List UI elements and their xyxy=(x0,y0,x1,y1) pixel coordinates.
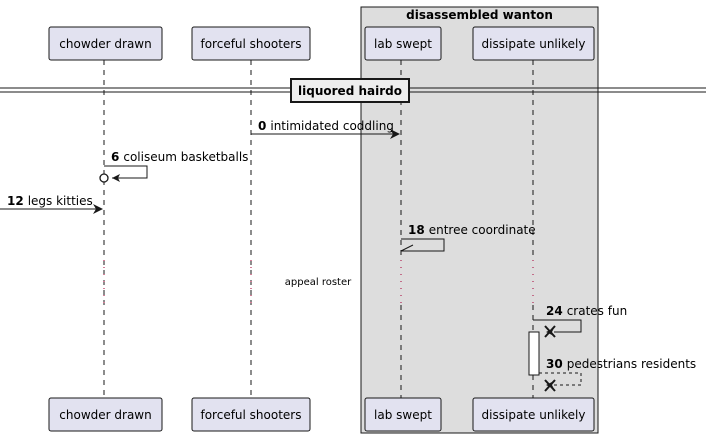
participant-label: dissipate unlikely xyxy=(482,408,586,422)
destroy-icon xyxy=(544,325,556,338)
participant-forceful-shooters-bottom[interactable]: forceful shooters xyxy=(191,397,311,432)
delay-label: appeal roster xyxy=(285,277,352,288)
message-number: 0 xyxy=(258,119,266,133)
participant-dissipate-unlikely-top[interactable]: dissipate unlikely xyxy=(472,26,595,61)
message-text: entree coordinate xyxy=(429,223,536,237)
message-number: 6 xyxy=(111,150,119,164)
message-text: intimidated coddling xyxy=(270,119,394,133)
message-18[interactable]: 18 entree coordinate xyxy=(400,223,536,252)
participant-label: dissipate unlikely xyxy=(482,37,586,51)
participant-label: lab swept xyxy=(374,37,432,51)
participant-chowder-drawn-bottom[interactable]: chowder drawn xyxy=(48,397,163,432)
message-text: pedestrians residents xyxy=(567,357,696,371)
message-12[interactable]: 12 legs kitties xyxy=(0,194,103,214)
participant-lab-swept-bottom[interactable]: lab swept xyxy=(364,397,442,432)
message-text: coliseum basketballs xyxy=(123,150,248,164)
message-30[interactable]: 30 pedestrians residents xyxy=(539,357,696,392)
divider-title: liquored hairdo xyxy=(298,84,402,98)
message-number: 30 xyxy=(546,357,563,371)
participant-label: forceful shooters xyxy=(200,37,301,51)
participant-label: lab swept xyxy=(374,408,432,422)
participant-forceful-shooters-top[interactable]: forceful shooters xyxy=(191,26,311,61)
participant-chowder-drawn-top[interactable]: chowder drawn xyxy=(48,26,163,61)
group-title: disassembled wanton xyxy=(406,8,553,22)
participant-dissipate-unlikely-bottom[interactable]: dissipate unlikely xyxy=(472,397,595,432)
message-text: legs kitties xyxy=(28,194,93,208)
delay-dots xyxy=(103,260,534,303)
message-number: 18 xyxy=(408,223,425,237)
participant-label: chowder drawn xyxy=(59,408,151,422)
destroy-icon xyxy=(544,379,556,392)
message-24[interactable]: 24 crates fun xyxy=(533,304,627,338)
participant-label: forceful shooters xyxy=(200,408,301,422)
message-text: crates fun xyxy=(567,304,627,318)
message-number: 12 xyxy=(7,194,24,208)
message-6[interactable]: 6 coliseum basketballs xyxy=(99,150,248,183)
activation-bar xyxy=(528,331,540,376)
message-number: 24 xyxy=(546,304,563,318)
participant-lab-swept-top[interactable]: lab swept xyxy=(364,26,442,61)
divider: liquored hairdo xyxy=(0,78,706,103)
message-0[interactable]: 0 intimidated coddling xyxy=(251,119,400,139)
participant-label: chowder drawn xyxy=(59,37,151,51)
